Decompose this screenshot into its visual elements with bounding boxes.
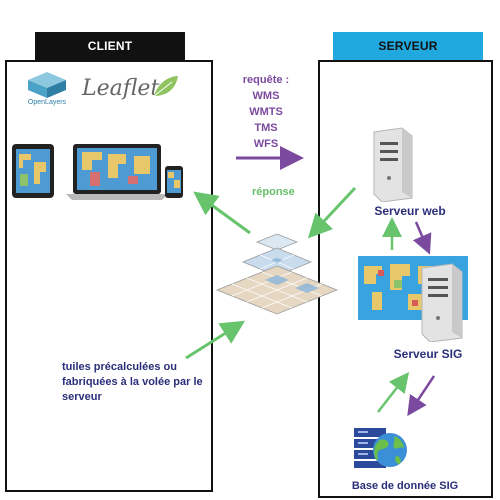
laptop-icon (66, 144, 168, 200)
database-icon (354, 428, 407, 468)
client-header: CLIENT (35, 32, 185, 60)
leaflet-logo: Leaflet (82, 72, 182, 104)
protocol-wms: WMS (252, 90, 280, 102)
server-header: SERVEUR (333, 32, 483, 60)
leaflet-icon (153, 76, 178, 97)
sig-server-label: Serveur SIG (393, 347, 463, 361)
server-panel (318, 60, 493, 498)
client-devices (12, 144, 183, 200)
client-panel (5, 60, 213, 492)
tile-pyramid-icon (215, 233, 339, 315)
openlayers-logo: OpenLayers (22, 66, 72, 110)
leaflet-text: Leaflet (82, 76, 160, 101)
protocol-wfs: WFS (253, 138, 279, 150)
tablet-icon (12, 144, 54, 198)
web-server-label: Serveur web (374, 204, 446, 218)
tiles-note: tuiles précalculées ou fabriquées à la v… (62, 361, 203, 403)
database-label: Base de donnée SIG (351, 480, 459, 492)
openlayers-text: OpenLayers (27, 99, 67, 106)
response-label: réponse (252, 186, 295, 198)
openlayers-icon (28, 72, 66, 98)
phone-icon (165, 166, 183, 198)
globe-icon (373, 433, 407, 467)
protocol-tms: TMS (254, 122, 278, 134)
server-icon (373, 127, 413, 202)
protocol-wmts: WMTS (249, 106, 283, 118)
request-block: requête : WMS WMTS TMS WFS (226, 72, 306, 152)
request-title: requête : (242, 74, 290, 86)
server-icon (421, 263, 463, 342)
